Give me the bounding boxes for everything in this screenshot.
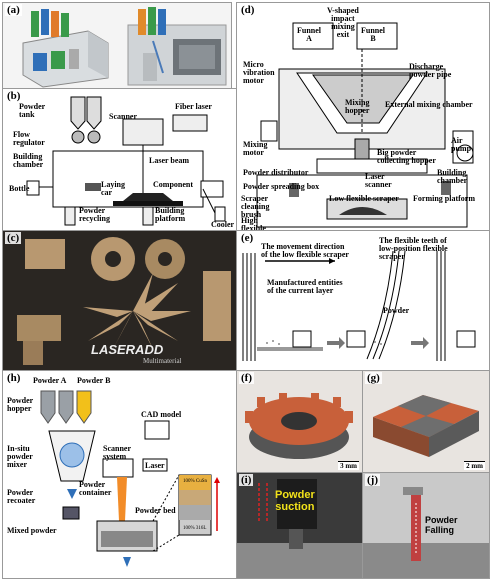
cad-model-label: CAD model: [141, 410, 182, 419]
powder-bed-label: Powder bed: [135, 506, 176, 515]
printed-parts-photo: [3, 231, 237, 371]
panel-j: (j) Powder Falling: [362, 472, 490, 579]
powder-b-label: Powder B: [77, 376, 111, 385]
scanner-system-label: Scanner system: [103, 444, 131, 461]
movement-direction-label: The movement direction of the low flexib…: [261, 242, 349, 259]
logo-laseradd: LASERADD: [91, 342, 164, 357]
building-chamber-label: Building chamber: [13, 152, 44, 169]
panel-i: (i) Powder suction: [236, 472, 364, 579]
v-shaped-exit-label: V-shaped impact mixing exit: [327, 6, 359, 39]
panel-c-label: (c): [5, 232, 22, 244]
machine-3d-illustration: [3, 3, 231, 89]
building-platform-label: Building platform: [155, 206, 186, 223]
mixing-hopper-label: Mixing hopper: [345, 98, 370, 115]
powder-tank-label: Powder tank: [19, 102, 46, 119]
powder-spreading-box-label: Powder spreading box: [243, 182, 320, 191]
powder-e-label: Powder: [383, 306, 410, 315]
external-mixing-label: External mixing chamber: [385, 100, 473, 109]
slm-schematic: [3, 89, 237, 231]
air-pump-label: Air pump: [451, 136, 472, 153]
component-label: Component: [153, 180, 194, 189]
insitu-mixing-schematic: [3, 371, 237, 578]
cooler-label: Cooler: [211, 220, 235, 229]
mixed-powder-label: Mixed powder: [7, 526, 57, 535]
powder-recycling-label: Powder recycling: [79, 206, 110, 223]
flow-regulator-label: Flow regulator: [13, 130, 45, 147]
panel-b-label: (b): [5, 90, 23, 102]
flexible-teeth-label: The flexible teeth of low-position flexi…: [379, 236, 448, 261]
powder-a-label: Powder A: [33, 376, 67, 385]
checkerboard-photo: [363, 371, 489, 473]
falling-photo: [363, 473, 489, 578]
low-flexible-scraper-label: Low flexible scraper: [329, 194, 399, 203]
panel-a: (a): [2, 2, 232, 90]
panel-h-label: (h): [5, 372, 23, 384]
gradient-bottom-label: 100% 316L: [183, 526, 207, 531]
discharge-pipe-label: Discharge powder pipe: [409, 62, 452, 79]
laying-car-label: Laying car: [101, 180, 126, 197]
gradient-top-label: 100% CuSn: [183, 479, 208, 484]
panel-e-label: (e): [239, 232, 256, 244]
panel-g: (g) 2 mm: [362, 370, 490, 474]
panel-d: (d) Funnel A Funnel B V-shaped impact mi…: [236, 2, 490, 232]
laser-beam-label: Laser beam: [149, 156, 190, 165]
panel-e: (e) The movement direction of the low fl…: [236, 230, 490, 372]
gear-photo: [237, 371, 363, 473]
mixing-device-schematic: [237, 3, 489, 231]
suction-photo: [237, 473, 363, 578]
funnel-a-label: Funnel A: [297, 26, 322, 43]
panel-b: (b) Powder tank Flow regulator Building …: [2, 88, 238, 232]
bottle-label: Bottle: [9, 184, 30, 193]
mixing-motor-label: Mixing motor: [243, 140, 268, 157]
scraper-cleaning-label: Scraper cleaning brush: [241, 194, 270, 219]
powder-recoater-label: Powder recoater: [7, 488, 36, 505]
panel-f-label: (f): [239, 372, 254, 384]
logo-multimaterial: Multimaterial: [143, 357, 182, 365]
panel-c: (c) LASERADD Multimaterial: [2, 230, 238, 372]
panel-a-label: (a): [5, 4, 22, 16]
scale-bar-f: 3 mm: [338, 461, 359, 470]
powder-distributor-label: Powder distributor: [243, 168, 309, 177]
panel-j-label: (j): [365, 474, 380, 486]
scanner-label: Scanner: [109, 112, 137, 121]
big-powder-hopper-label: Big powder collecting hopper: [377, 148, 436, 165]
laser-h-label: Laser: [145, 461, 165, 470]
funnel-b-label: Funnel B: [361, 26, 386, 43]
building-chamber-d-label: Building chamber: [437, 168, 468, 185]
panel-i-label: (i): [239, 474, 254, 486]
laser-scanner-label: Laser scanner: [365, 172, 392, 189]
panel-d-label: (d): [239, 4, 257, 16]
powder-container-label: Powder container: [79, 480, 112, 497]
powder-hopper-label: Powder hopper: [7, 396, 34, 413]
panel-g-label: (g): [365, 372, 382, 384]
powder-falling-caption: Powder Falling: [425, 515, 458, 535]
fiber-laser-label: Fiber laser: [175, 102, 212, 111]
scraper-diagram: [237, 231, 489, 371]
insitu-mixer-label: In-situ powder mixer: [7, 444, 33, 469]
forming-platform-label: Forming platform: [413, 194, 475, 203]
powder-suction-caption: Powder suction: [275, 489, 315, 513]
micro-vibration-label: Micro vibration motor: [243, 60, 275, 85]
panel-f: (f) 3 mm: [236, 370, 364, 474]
manufactured-entities-label: Manufactured entities of the current lay…: [267, 278, 343, 295]
scale-bar-g: 2 mm: [464, 461, 485, 470]
panel-h: (h) Powder A Powder B Powder hopper In-s…: [2, 370, 238, 579]
high-flexible-label: High flexible scraper: [241, 216, 266, 232]
